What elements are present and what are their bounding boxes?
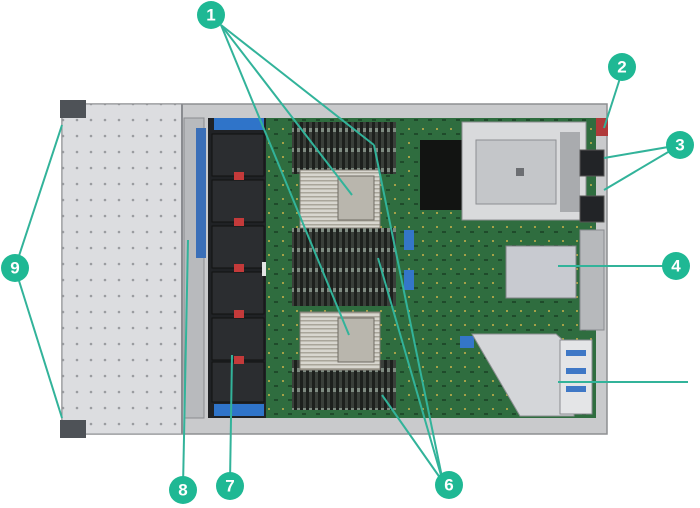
svg-text:8: 8 (178, 481, 187, 500)
storage-module (505, 229, 605, 331)
io-chip (420, 140, 464, 210)
callout-8: 8 (169, 476, 197, 504)
callout-1: 1 (197, 1, 225, 29)
svg-text:4: 4 (671, 257, 681, 276)
svg-text:7: 7 (225, 477, 234, 496)
lower-riser (471, 333, 593, 417)
riser-cage (461, 121, 587, 221)
callout-6: 6 (435, 471, 463, 499)
blue-latch (196, 128, 206, 258)
svg-text:6: 6 (444, 476, 453, 495)
svg-text:3: 3 (675, 136, 684, 155)
callout-3: 3 (666, 131, 694, 159)
callout-9: 9 (1, 254, 29, 282)
cpu-heatsinks (299, 169, 381, 371)
front-bezel (60, 100, 183, 438)
callout-2: 2 (608, 53, 636, 81)
svg-text:1: 1 (206, 6, 215, 25)
callout-7: 7 (216, 472, 244, 500)
svg-text:9: 9 (10, 259, 19, 278)
power-supplies (579, 118, 608, 223)
svg-text:2: 2 (617, 58, 626, 77)
fan-bay (208, 118, 272, 418)
leader-lines (14, 24, 688, 488)
callout-4: 4 (662, 252, 690, 280)
